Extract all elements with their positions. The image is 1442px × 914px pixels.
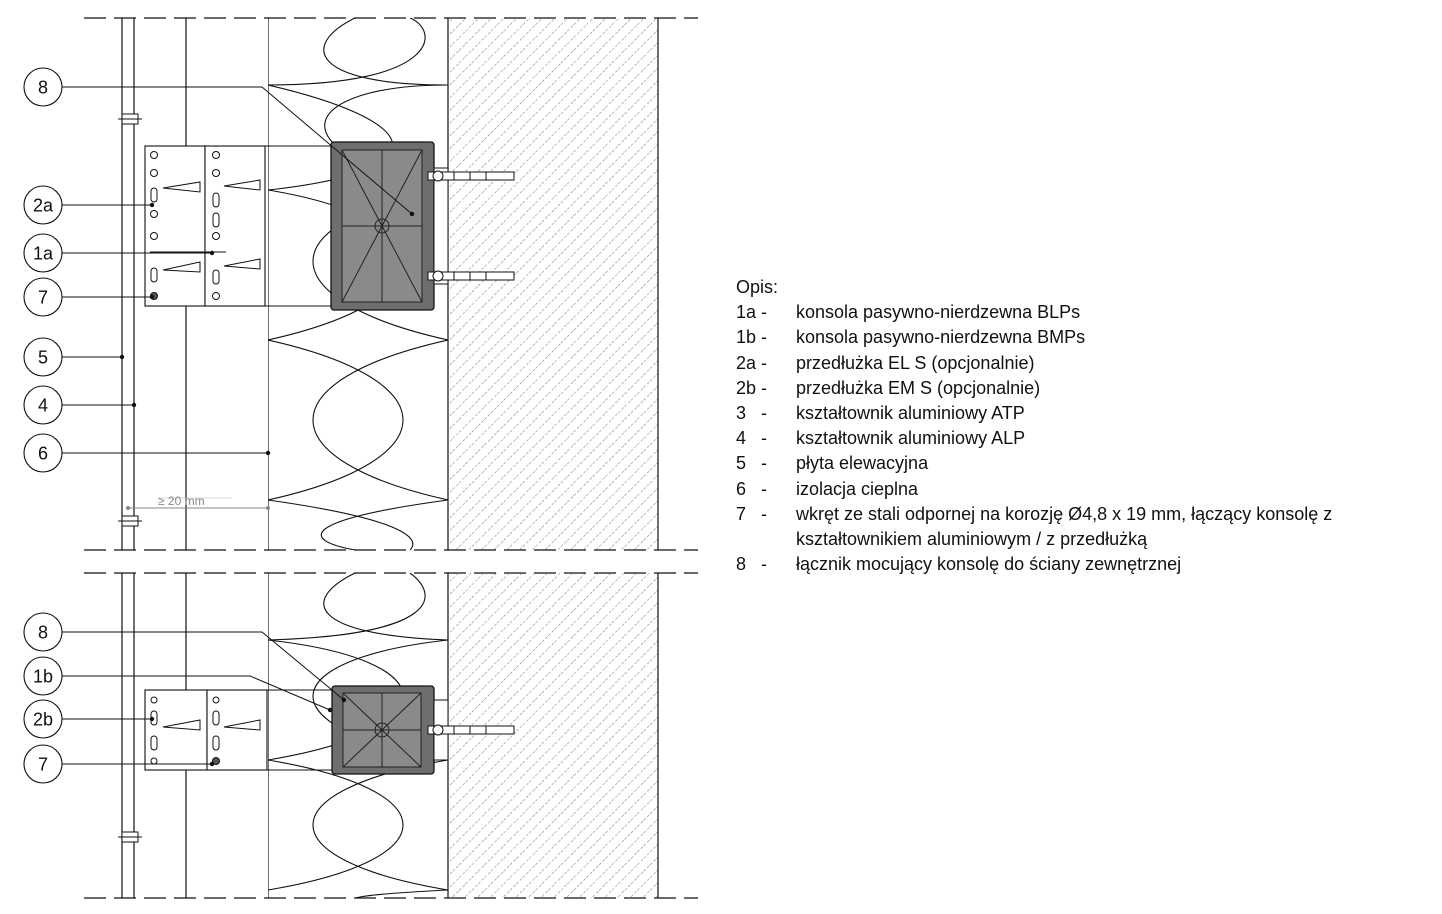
- leader-1b: [62, 675, 331, 711]
- legend-item: 5 - płyta elewacyjna: [736, 451, 1436, 476]
- legend-desc: izolacja cieplna: [796, 478, 919, 499]
- legend-key: 4 -: [736, 428, 768, 449]
- legend-desc: konsola pasywno-nierdzewna BMPs: [796, 327, 1086, 348]
- callout-7: 7: [23, 744, 63, 784]
- legend: Opis: 1a - konsola pasywno-nierdzewna BL…: [736, 275, 1436, 577]
- console-arm: [204, 145, 266, 307]
- legend-key: 7 -: [736, 503, 768, 524]
- callout-label: 5: [38, 348, 48, 368]
- thermal-isolator-block: [330, 141, 449, 311]
- legend-key: 3 -: [736, 403, 768, 424]
- callout-label: 6: [38, 444, 48, 464]
- legend-key: 1a -: [736, 302, 768, 323]
- callout-label: 7: [38, 288, 48, 308]
- wall-anchor: [427, 724, 515, 736]
- top-section: ≥ 20 mm 8 2a 1a: [23, 17, 698, 551]
- thermal-isolator-block: [331, 685, 449, 775]
- legend-desc: kształtownik aluminiowy ATP: [796, 403, 1025, 424]
- legend-key: 2a -: [736, 352, 768, 373]
- legend-item: 3 - kształtownik aluminiowy ATP: [736, 401, 1436, 426]
- legend-item: 1b - konsola pasywno-nierdzewna BMPs: [736, 325, 1436, 350]
- legend-desc: przedłużka EL S (opcjonalnie): [796, 352, 1035, 373]
- callout-label: 1b: [33, 667, 53, 687]
- legend-key: 6 -: [736, 478, 768, 499]
- callout-label: 2b: [33, 710, 53, 730]
- legend-desc: konsola pasywno-nierdzewna BLPs: [796, 302, 1081, 323]
- legend-item: 6 - izolacja cieplna: [736, 477, 1436, 502]
- legend-item: 4 - kształtownik aluminiowy ALP: [736, 426, 1436, 451]
- bottom-section: 8 1b 2b 7: [23, 572, 698, 899]
- legend-key: 1b -: [736, 327, 768, 348]
- callout-4: 4: [23, 385, 63, 425]
- legend-key: 5 -: [736, 453, 768, 474]
- callout-8: 8: [23, 67, 63, 107]
- wall-anchor: [427, 170, 515, 182]
- profile-screw: [118, 515, 142, 527]
- legend-desc: wkręt ze stali odpornej na korozję Ø4,8 …: [796, 503, 1333, 550]
- legend-item: 2a - przedłużka EL S (opcjonalnie): [736, 351, 1436, 376]
- callout-1b: 1b: [23, 656, 63, 696]
- callout-label: 4: [38, 396, 48, 416]
- exterior-wall: [448, 573, 658, 898]
- legend-desc: łącznik mocujący konsolę do ściany zewnę…: [796, 554, 1182, 575]
- callout-label: 8: [38, 623, 48, 643]
- legend-desc: przedłużka EM S (opcjonalnie): [796, 377, 1041, 398]
- leader-8: [62, 631, 345, 701]
- legend-item: 2b - przedłużka EM S (opcjonalnie): [736, 376, 1436, 401]
- profile-screw: [118, 113, 142, 125]
- legend-title: Opis:: [736, 277, 779, 297]
- dimension-label: ≥ 20 mm: [158, 494, 205, 508]
- callout-label: 2a: [33, 196, 54, 216]
- callout-8: 8: [23, 612, 63, 652]
- callout-5: 5: [23, 337, 63, 377]
- legend-key: 2b -: [736, 377, 768, 398]
- legend-desc: kształtownik aluminiowy ALP: [796, 428, 1026, 449]
- legend-item: 7 - wkręt ze stali odpornej na korozję Ø…: [736, 502, 1436, 552]
- callout-2b: 2b: [23, 699, 63, 739]
- leader-8: [62, 86, 413, 215]
- exterior-wall: [448, 18, 658, 550]
- legend-key: 8 -: [736, 554, 768, 575]
- callout-label: 1a: [33, 244, 54, 264]
- profile-screw: [118, 831, 142, 843]
- callout-label: 7: [38, 755, 48, 775]
- gap-dimension: ≥ 20 mm: [126, 494, 270, 510]
- callout-2a: 2a: [23, 185, 63, 225]
- legend-item: 1a - konsola pasywno-nierdzewna BLPs: [736, 300, 1436, 325]
- callout-1a: 1a: [23, 233, 63, 273]
- callout-7: 7: [23, 277, 63, 317]
- callout-label: 8: [38, 78, 48, 98]
- legend-item: 8 - łącznik mocujący konsolę do ściany z…: [736, 552, 1436, 577]
- callout-6: 6: [23, 433, 63, 473]
- legend-desc: płyta elewacyjna: [796, 453, 929, 474]
- wall-anchor: [427, 270, 515, 282]
